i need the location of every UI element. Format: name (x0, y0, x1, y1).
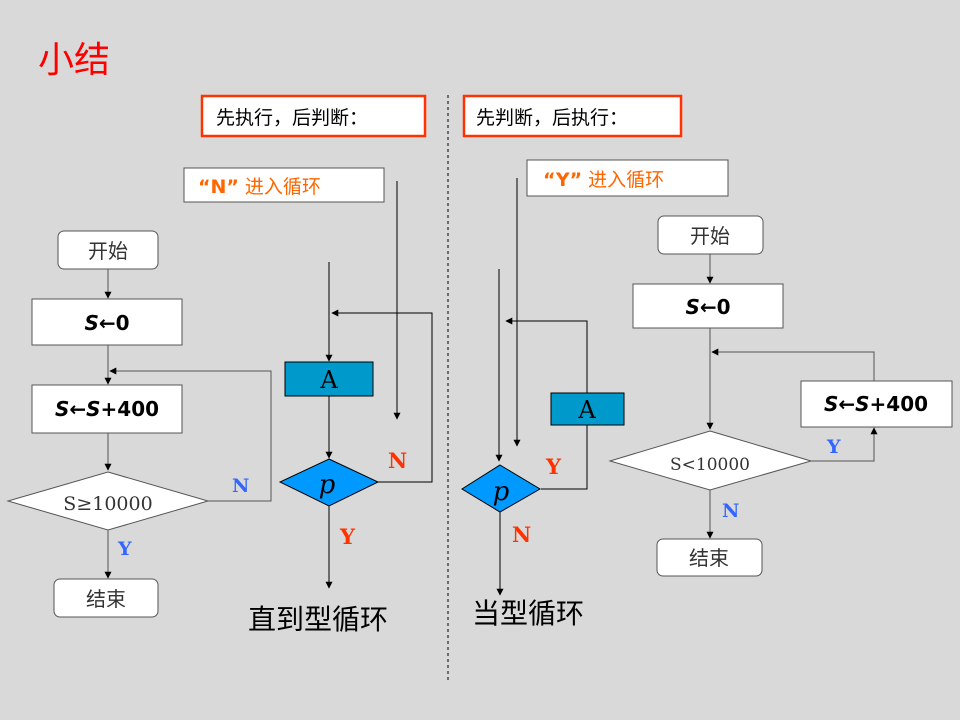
right-header-text: 先判断，后执行： (476, 107, 628, 129)
right-init-rest: ←0 (700, 295, 731, 319)
svg-text:“N” 进入循环: “N” 进入循环 (198, 176, 321, 198)
right-update-d: +400 (870, 392, 929, 416)
left-end-text: 结束 (86, 587, 126, 611)
left-condition-text: S≥10000 (63, 493, 152, 515)
left-update-d: +400 (101, 397, 160, 421)
right-schematic-yes: Y (545, 454, 562, 479)
svg-text:“Y” 进入循环: “Y” 进入循环 (543, 169, 664, 191)
left-process-a-text: A (319, 366, 338, 394)
right-condition-text: S<10000 (670, 455, 750, 475)
right-start-text: 开始 (690, 224, 730, 248)
left-update-b: ← (69, 397, 86, 421)
left-header: 先执行，后判断： (200, 94, 427, 138)
svg-text:S←0: S←0 (84, 311, 129, 335)
left-end-box (53, 578, 159, 618)
svg-text:S←S+400: S←S+400 (55, 397, 159, 421)
left-note-rest: 进入循环 (239, 176, 321, 198)
right-note: “Y” 进入循环 (526, 159, 729, 197)
right-note-quote: “Y” (543, 169, 582, 191)
left-note: “N” 进入循环 (183, 167, 385, 203)
right-schematic-no: N (512, 522, 531, 547)
left-update-a: S (55, 397, 69, 421)
right-schematic: A p Y N 当型循环 (461, 178, 625, 630)
right-flowchart: 开始 S←0 S<10000 Y S←S+400 N 结束 (608, 215, 953, 577)
right-no-label: N (722, 500, 739, 522)
right-caption: 当型循环 (472, 597, 584, 630)
right-update-c: S (855, 392, 869, 416)
right-update-b: ← (838, 392, 855, 416)
left-process-a (284, 361, 374, 397)
left-no-label: N (232, 475, 249, 497)
left-init-rest: ←0 (99, 311, 130, 335)
left-caption: 直到型循环 (248, 603, 388, 636)
left-update-box (31, 384, 183, 434)
right-process-a-text: A (577, 396, 596, 424)
left-init-var: S (84, 311, 98, 335)
right-note-rest: 进入循环 (582, 169, 664, 191)
left-decision-p-text: p (319, 470, 336, 500)
svg-text:S←0: S←0 (685, 295, 730, 319)
svg-text:S←S+400: S←S+400 (824, 392, 928, 416)
right-process-a (550, 392, 625, 426)
left-schematic: A p N Y 直到型循环 (248, 181, 433, 636)
right-end-text: 结束 (689, 546, 729, 570)
right-decision-p-text: p (493, 477, 510, 507)
left-note-quote: “N” (198, 176, 239, 198)
left-schematic-yes: Y (339, 524, 356, 549)
left-yes-label: Y (117, 538, 132, 560)
right-yes-label: Y (826, 436, 841, 458)
left-update-c: S (86, 397, 100, 421)
right-init-box (632, 283, 784, 329)
right-header: 先判断，后执行： (462, 94, 683, 138)
right-init-var: S (685, 295, 699, 319)
right-update-a: S (824, 392, 838, 416)
right-end-box (656, 538, 763, 577)
left-start-text: 开始 (88, 239, 128, 263)
left-flowchart: 开始 S←0 S←S+400 S≥10000 N Y 结束 (6, 230, 272, 618)
page-title: 小结 (38, 40, 110, 81)
left-header-text: 先执行，后判断： (216, 107, 368, 129)
left-init-box (31, 298, 183, 346)
right-update-box (800, 380, 953, 428)
left-schematic-no: N (388, 448, 407, 473)
